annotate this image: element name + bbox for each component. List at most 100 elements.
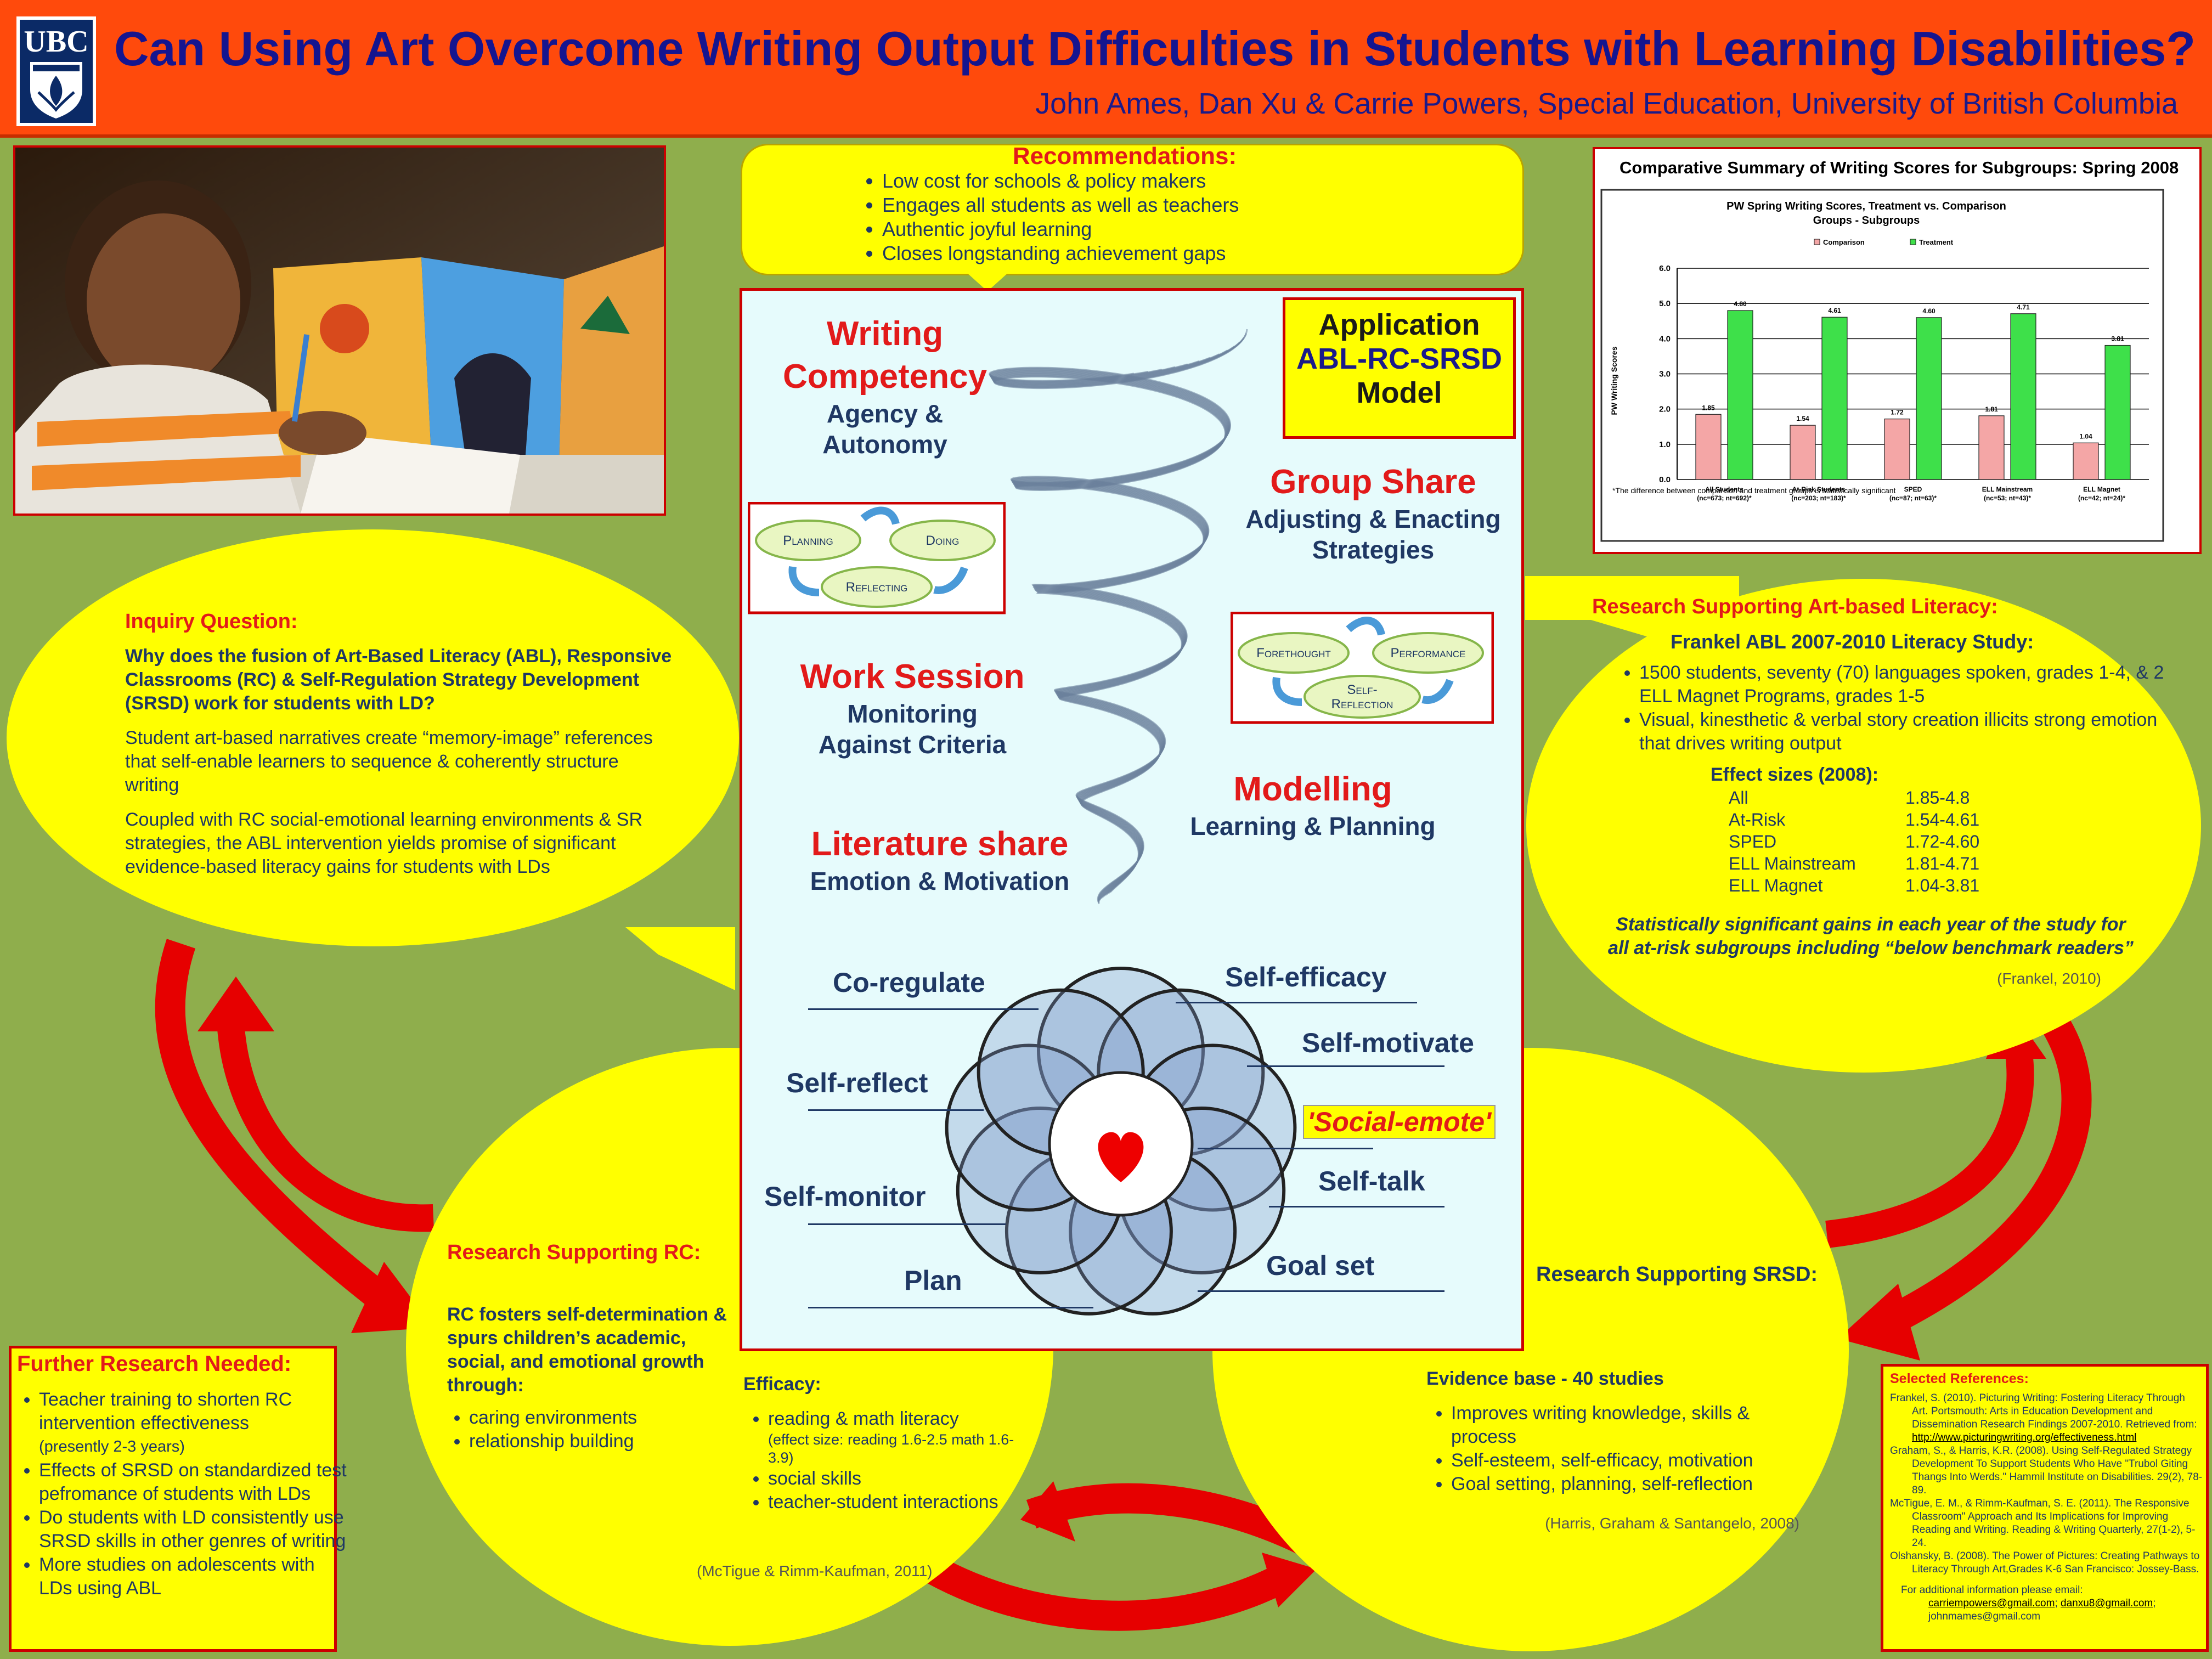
further-research-box: Further Research Needed: Teacher trainin… (9, 1346, 347, 1652)
inquiry-paragraph: Coupled with RC social-emotional learnin… (125, 809, 643, 877)
rc-research-content: Research Supporting RC: RC fosters self-… (447, 1241, 732, 1453)
efficacy-bullet: teacher-student interactions (768, 1491, 1029, 1514)
recommendation-item: Authentic joyful learning (882, 217, 1239, 241)
group-share-label: Group Share Adjusting & Enacting Strateg… (1245, 463, 1501, 564)
bar-value-label: 4.80 (1734, 300, 1747, 308)
cycle-arrow-icon (1421, 679, 1454, 704)
x-tick-label: (nc=673; nt=692)* (1697, 494, 1752, 502)
y-axis-label: PW Writing Scores (1610, 346, 1618, 415)
art-bubble-tail (1525, 576, 1739, 664)
self-talk-label: Self-talk (1318, 1166, 1425, 1197)
srsd-research-heading: Research Supporting SRSD: (1536, 1263, 1818, 1286)
references-list: Frankel, S. (2010). Picturing Writing: F… (1890, 1392, 2203, 1623)
crest-icon (30, 62, 82, 119)
self-efficacy-line (1176, 1002, 1417, 1003)
reflection-text: Reflection (1331, 697, 1393, 712)
email-link[interactable]: carriempowers@gmail.com (1928, 1598, 2055, 1609)
social-emote-line (1198, 1148, 1373, 1149)
self-reflection-oval (1304, 675, 1421, 719)
plan-line (808, 1307, 1093, 1308)
spiral-graphic (989, 329, 1248, 905)
writing-scores-chart: PW Spring Writing Scores, Treatment vs. … (1600, 189, 2164, 542)
cycle-arrow-icon (788, 566, 820, 596)
bar-value-label: 4.60 (1922, 307, 1936, 315)
y-tick-label: 6.0 (1659, 264, 1671, 273)
reference-item: Graham, S., & Harris, K.R. (2008). Using… (1890, 1445, 2203, 1496)
bar-treatment (2104, 345, 2131, 480)
inquiry-heading: Inquiry Question: (125, 610, 298, 633)
art-citation: (Frankel, 2010) (1997, 970, 2101, 987)
literature-share-label: Literature share Emotion & Motivation (810, 825, 1070, 895)
chart-title-line: PW Spring Writing Scores, Treatment vs. … (1726, 200, 2006, 212)
x-tick-label: (nc=203; nt=183)* (1791, 494, 1846, 502)
forethought-oval (1238, 632, 1350, 674)
goal-set-line (1198, 1290, 1444, 1292)
bar-comparison (2073, 442, 2099, 480)
further-item: Effects of SRSD on standardized test pef… (39, 1459, 352, 1506)
self-talk-line (1269, 1206, 1444, 1207)
significant-gains: Statistically significant gains in each … (1608, 914, 2134, 958)
comparative-summary-panel: Comparative Summary of Writing Scores fo… (1593, 147, 2202, 554)
self-reflect-line (808, 1109, 984, 1111)
y-tick-label: 4.0 (1659, 334, 1671, 343)
bar-comparison (1695, 414, 1722, 480)
recommendation-item: Low cost for schools & policy makers (882, 169, 1239, 193)
srsd-bullet: Improves writing knowledge, skills & pro… (1451, 1402, 1799, 1449)
bar-value-label: 1.54 (1796, 415, 1809, 422)
x-tick-label: SPED (1904, 486, 1922, 493)
performance-text: Performance (1391, 646, 1466, 661)
recommendation-item: Closes longstanding achievement gaps (882, 241, 1239, 266)
planning-cycle-diagram: Planning Doing Reflecting (748, 502, 1006, 614)
student-drawing-photo (13, 145, 666, 516)
srsd-bullet: Goal setting, planning, self-reflection (1451, 1472, 1799, 1496)
contact-label: For additional information please email: (1901, 1584, 2083, 1596)
email-link[interactable]: johnmames@gmail.com (1928, 1611, 2041, 1622)
recommendations-list: Low cost for schools & policy makers Eng… (856, 169, 1239, 266)
rc-bullet: caring environments (469, 1406, 732, 1430)
bar-treatment (1821, 317, 1848, 480)
art-research-bubble (1526, 579, 2201, 1073)
y-tick-label: 3.0 (1659, 370, 1671, 379)
further-item: Do students with LD consistently use SRS… (39, 1506, 352, 1553)
email-link[interactable]: danxu8@gmail.com (2061, 1598, 2153, 1609)
poster-authors: John Ames, Dan Xu & Carrie Powers, Speci… (1035, 87, 2178, 120)
recommendations-callout (741, 144, 1524, 275)
self-regulation-flower (945, 967, 1297, 1316)
effect-sizes-heading: Effect sizes (2008): (1711, 764, 1879, 785)
efficacy-content: Efficacy: reading & math literacy(effect… (743, 1373, 1029, 1514)
bar-comparison (1790, 425, 1816, 480)
rc-citation: (McTigue & Rimm-Kaufman, 2011) (697, 1562, 933, 1579)
efficacy-bullet: reading & math literacy(effect size: rea… (768, 1407, 1029, 1467)
co-regulate-line (808, 1008, 1039, 1010)
work-session-label: Work Session Monitoring Against Criteria (800, 658, 1025, 759)
rc-bullet: relationship building (469, 1430, 732, 1453)
ubc-logo: UBC (16, 16, 96, 126)
art-study-title: Frankel ABL 2007-2010 Literacy Study: (1671, 630, 2034, 653)
recommendations-heading: Recommendations: (1012, 143, 1237, 170)
self-monitor-label: Self-monitor (764, 1181, 926, 1212)
effect-note: (effect size: reading 1.6-2.5 math 1.6-3… (768, 1431, 1014, 1466)
reference-link[interactable]: http://www.picturingwriting.org/effectiv… (1912, 1432, 2137, 1443)
bar-value-label: 1.81 (1985, 405, 1998, 413)
bar-comparison (1884, 419, 1910, 480)
writing-competency-label: Writing Competency Agency & Autonomy (782, 315, 988, 459)
inquiry-paragraph: Student art-based narratives create “mem… (125, 727, 653, 795)
legend-swatch (1910, 239, 1916, 245)
art-research-heading: Research Supporting Art-based Literacy: (1592, 595, 1998, 618)
selected-references-box: Selected References: Frankel, S. (2010).… (1881, 1364, 2209, 1652)
self-efficacy-label: Self-efficacy (1225, 962, 1387, 992)
self-monitor-line (808, 1223, 1006, 1225)
reflecting-oval (821, 566, 933, 608)
bar-value-label: 4.71 (2017, 303, 2030, 311)
srsd-bullet: Self-esteem, self-efficacy, motivation (1451, 1449, 1799, 1472)
bar-treatment (1727, 310, 1753, 480)
bar-comparison (1978, 415, 2005, 480)
bar-treatment (2010, 313, 2036, 480)
forethought-cycle-diagram: Forethought Performance Self- Reflection (1231, 612, 1494, 724)
self-motivate-label: Self-motivate (1302, 1028, 1474, 1058)
y-tick-label: 1.0 (1659, 440, 1671, 449)
summary-title: Comparative Summary of Writing Scores fo… (1620, 158, 2179, 177)
